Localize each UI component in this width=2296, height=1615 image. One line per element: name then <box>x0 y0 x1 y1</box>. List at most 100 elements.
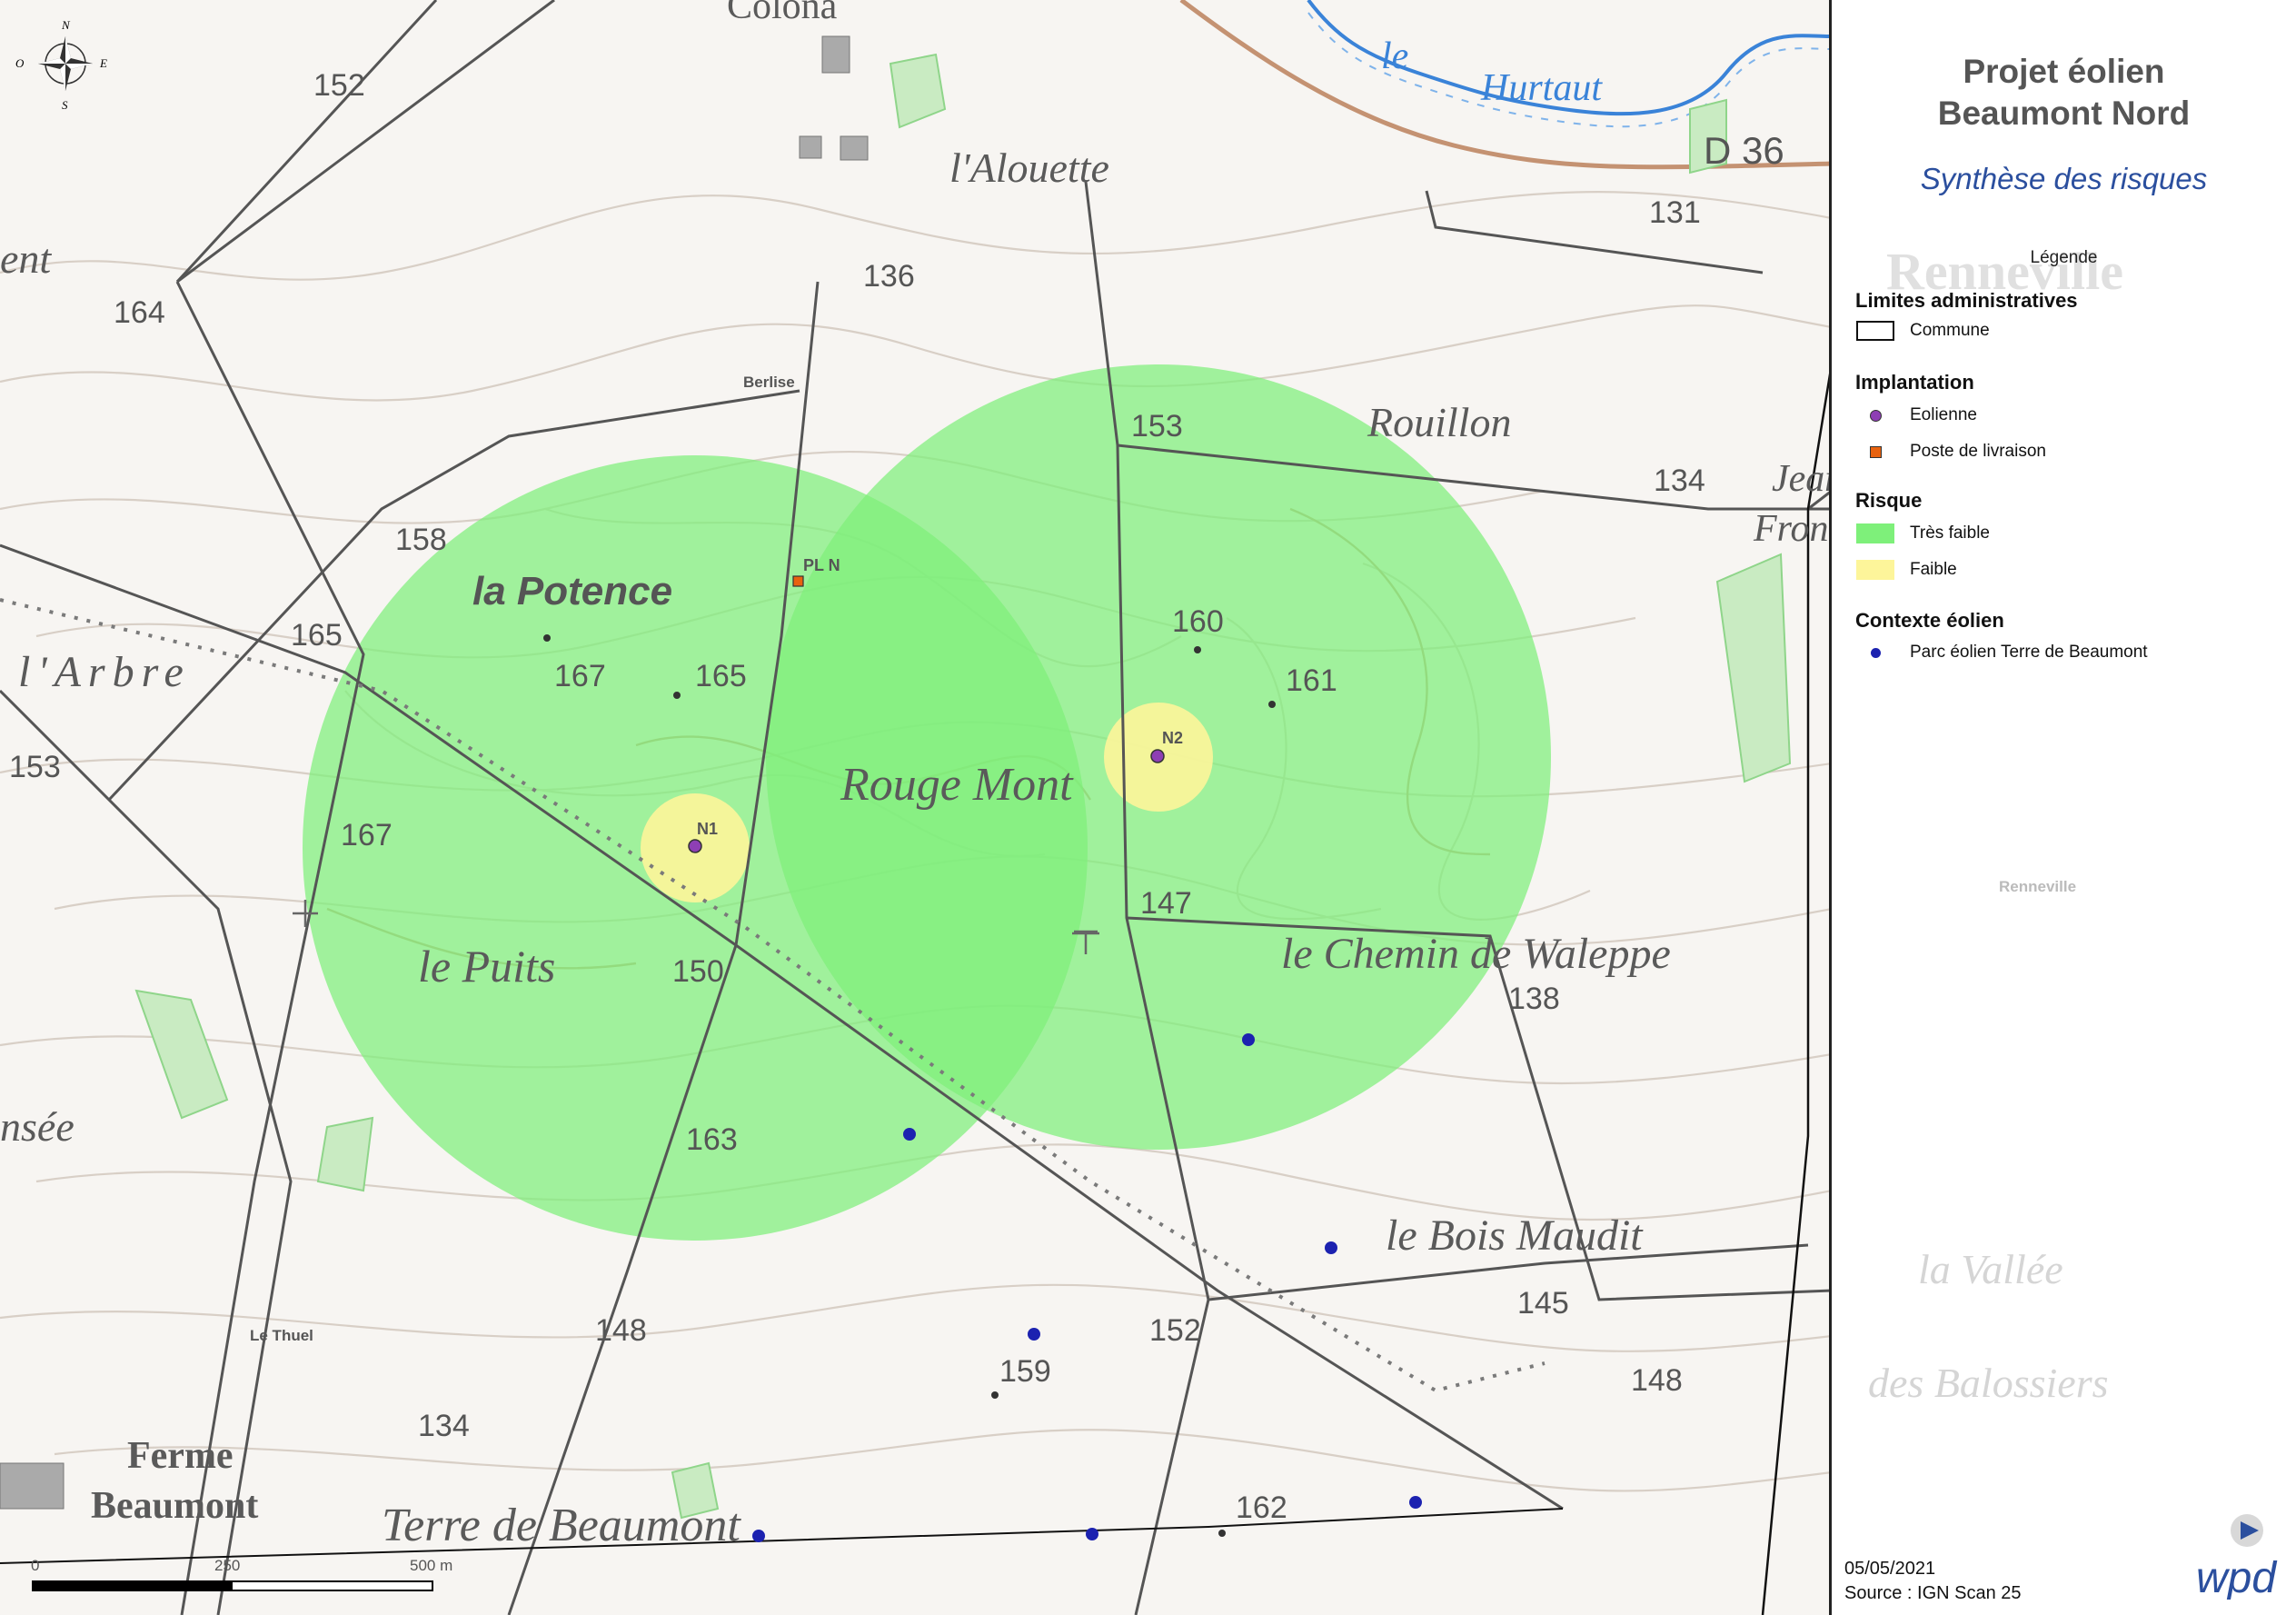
legend-label: Commune <box>1910 321 1990 340</box>
spot-height: 164 <box>114 295 165 330</box>
spot-height: 134 <box>418 1409 470 1443</box>
wind-farm-context <box>752 1033 1422 1542</box>
cross-markers <box>293 900 1099 954</box>
spot-height: 165 <box>291 618 343 653</box>
spot-height-markers <box>543 634 1276 1537</box>
scale-tick-250: 250 <box>214 1557 240 1574</box>
topo-labels: Colona le Hurtaut D 36 l'Alouette Rouill… <box>0 0 1832 1551</box>
turbine-label: N2 <box>1162 729 1183 747</box>
label-chemin-waleppe: le Chemin de Waleppe <box>1281 930 1671 978</box>
spot-heights: 152 164 136 158 165 167 165 153 134 131 … <box>9 68 1705 1525</box>
legend-label: Très faible <box>1910 523 1990 543</box>
spot-height: 167 <box>554 659 606 693</box>
label-d36: D 36 <box>1704 129 1784 172</box>
logo-text: wpd <box>2196 1554 2277 1600</box>
label-rouge-mont: Rouge Mont <box>840 759 1074 811</box>
label-ferme: Ferme <box>127 1435 234 1477</box>
compass-o: O <box>15 56 25 70</box>
label-ent: ent <box>0 235 52 282</box>
delivery-post[interactable]: PL N <box>792 556 840 587</box>
spot-height: 131 <box>1649 195 1701 230</box>
spot-height: 161 <box>1286 663 1337 698</box>
delivery-post-label: PL N <box>803 556 840 574</box>
label-la-potence: la Potence <box>472 569 672 613</box>
label-lalouette: l'Alouette <box>949 145 1109 191</box>
context-turbine[interactable] <box>1325 1241 1337 1254</box>
spot-height: 150 <box>672 954 724 989</box>
legend-panel: Renneville la Vallée des Balossiers Renn… <box>1832 0 2296 1615</box>
bg-renneville: Renneville <box>1886 242 2123 301</box>
commune-boundary <box>1761 373 1829 1615</box>
spot-height: 160 <box>1172 604 1224 639</box>
legend-item-parc: Parc éolien Terre de Beaumont <box>1855 642 2148 663</box>
legend-item-poste: Poste de livraison <box>1855 441 2046 463</box>
spot-height: 138 <box>1508 982 1560 1016</box>
commune-symbol <box>1855 320 1895 342</box>
legend-item-faible: Faible <box>1855 559 1957 581</box>
legend-heading-limites: Limites administratives <box>1855 289 2078 312</box>
spot-height: 134 <box>1654 464 1705 498</box>
spot-height: 163 <box>686 1122 738 1157</box>
label-fron: Fron <box>1753 508 1828 550</box>
context-turbine[interactable] <box>752 1530 765 1542</box>
context-turbine[interactable] <box>1028 1328 1040 1341</box>
label-hurtaut: Hurtaut <box>1480 67 1603 109</box>
spot-height: 145 <box>1517 1286 1569 1321</box>
risk-very-low-symbol <box>1855 523 1895 544</box>
label-rouillon: Rouillon <box>1367 399 1511 445</box>
map-title-line1: Projet éolien <box>1963 53 2165 90</box>
label-beaumont: Beaumont <box>91 1485 258 1527</box>
context-turbine[interactable] <box>1086 1528 1098 1540</box>
scale-bar: 0 250 500 m <box>31 1557 452 1591</box>
bg-vallee: la Vallée <box>1918 1246 2063 1292</box>
legend-label: Eolienne <box>1910 405 1977 424</box>
label-larbre: l'Arbre <box>18 648 191 696</box>
legend-label: Faible <box>1910 560 1957 579</box>
turbine-label: N1 <box>697 820 718 838</box>
spot-height: 136 <box>863 259 915 294</box>
spot-height: 148 <box>595 1313 647 1348</box>
map-subtitle: Synthèse des risques <box>1920 162 2208 195</box>
locality-renneville: Renneville <box>1999 878 2077 895</box>
map-canvas: Colona le Hurtaut D 36 l'Alouette Rouill… <box>0 0 1832 1615</box>
context-turbine[interactable] <box>903 1128 916 1141</box>
locality-berlise: Berlise <box>743 374 795 391</box>
spot-height: 159 <box>999 1354 1051 1389</box>
bg-balossiers: des Balossiers <box>1868 1360 2109 1406</box>
label-le-hurtaut: le <box>1381 35 1408 77</box>
compass-n: N <box>61 18 71 32</box>
spot-height: 162 <box>1236 1490 1287 1525</box>
label-bois-maudit: le Bois Maudit <box>1386 1211 1644 1260</box>
label-jeanne: Jeanne <box>1772 458 1832 500</box>
risk-low-symbol <box>1855 559 1895 581</box>
label-pensee: nsée <box>0 1103 75 1150</box>
label-le-puits: le Puits <box>418 941 555 992</box>
spot-height: 147 <box>1140 886 1192 921</box>
locality-le-thuel: Le Thuel <box>250 1327 313 1344</box>
map-view[interactable]: Colona le Hurtaut D 36 l'Alouette Rouill… <box>0 0 1832 1615</box>
context-turbine[interactable] <box>1242 1033 1255 1046</box>
footer-source: Source : IGN Scan 25 <box>1844 1583 2022 1603</box>
legend-heading-risque: Risque <box>1855 489 1923 512</box>
legend-item-eolienne: Eolienne <box>1855 404 1977 426</box>
footer-date: 05/05/2021 <box>1844 1559 1936 1579</box>
vegetation <box>134 53 1792 1520</box>
label-colonne: Colona <box>727 0 838 27</box>
turbine-n2[interactable]: N2 <box>1150 729 1183 763</box>
spot-height: 167 <box>341 818 393 852</box>
tracks <box>0 0 1829 1615</box>
compass-rose: N S E O <box>15 18 107 112</box>
context-turbine-symbol <box>1855 642 1895 663</box>
spot-height: 165 <box>695 659 747 693</box>
turbine-n1[interactable]: N1 <box>688 820 718 853</box>
context-turbine[interactable] <box>1409 1496 1422 1509</box>
scale-tick-500: 500 m <box>410 1557 452 1574</box>
commune-boundary <box>0 1508 1564 1564</box>
delivery-post-symbol <box>1855 441 1895 463</box>
river-hurtaut <box>1307 0 1829 128</box>
spot-height: 152 <box>313 68 365 103</box>
label-terre-beaumont: Terre de Beaumont <box>382 1500 741 1551</box>
spot-height: 152 <box>1149 1313 1201 1348</box>
spot-height: 158 <box>395 523 447 557</box>
map-title-line2: Beaumont Nord <box>1937 95 2191 132</box>
